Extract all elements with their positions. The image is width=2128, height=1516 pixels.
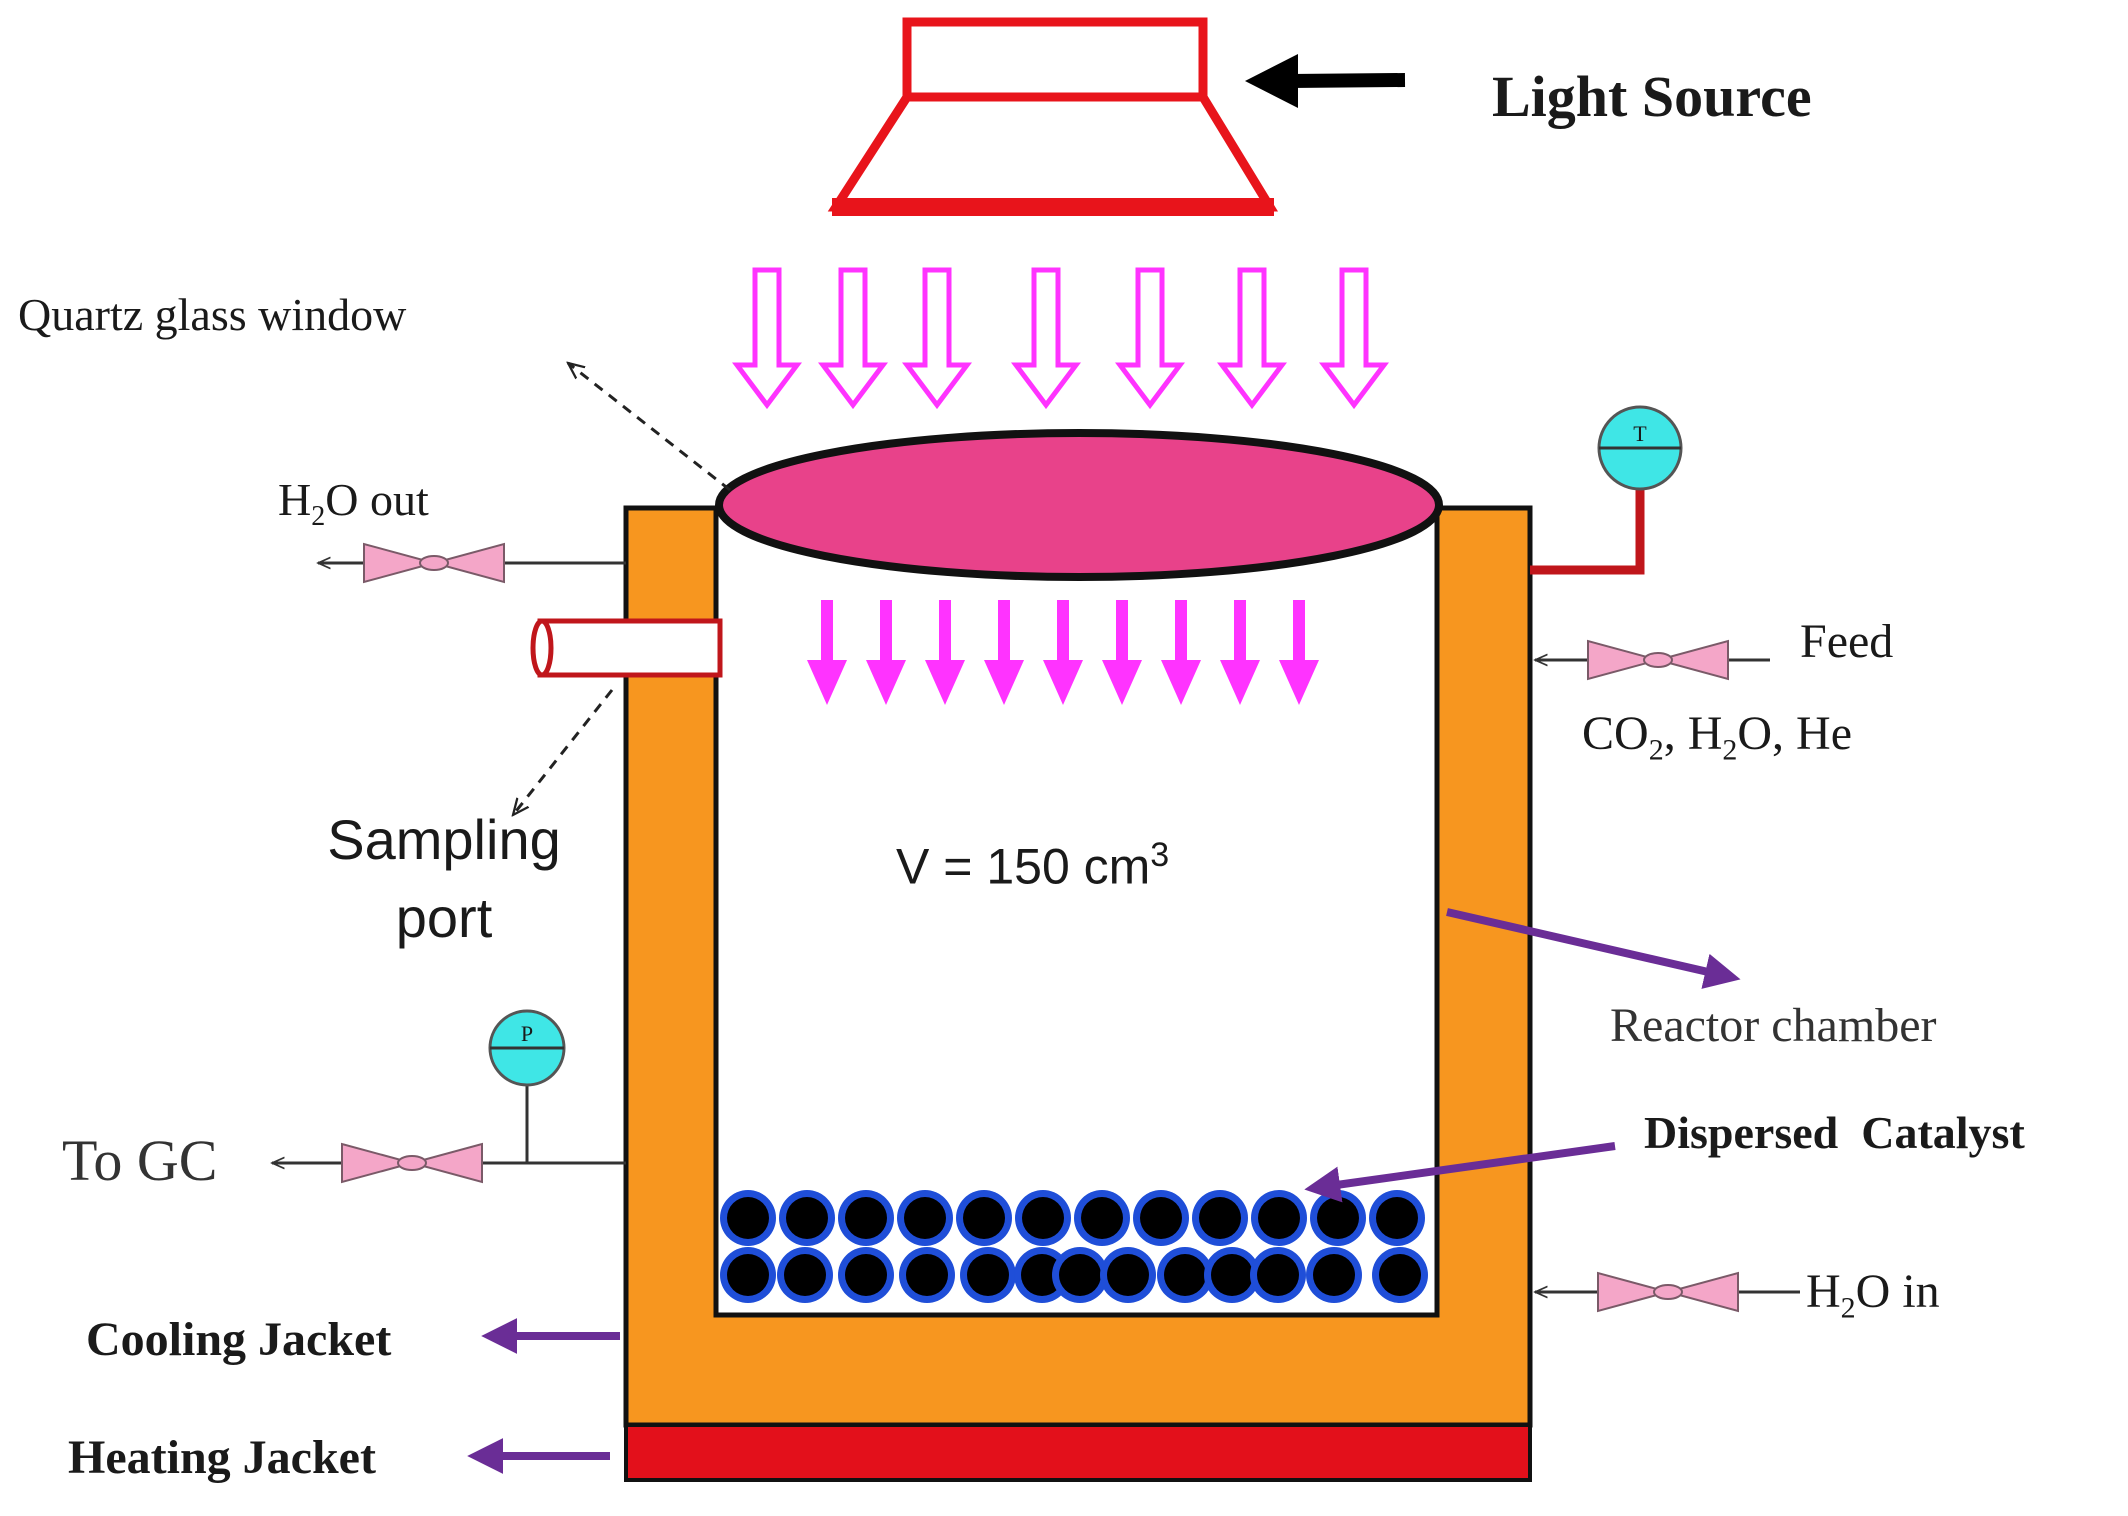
light-source-pointer-arrow — [1245, 54, 1406, 108]
valve-icon — [341, 1142, 483, 1184]
sampling-port-label: Sampling port — [314, 812, 574, 946]
valve-icon — [1597, 1271, 1739, 1313]
light-ray-arrow — [902, 267, 972, 410]
feed-label: Feed — [1800, 615, 1894, 668]
catalyst-pointer — [1304, 1142, 1616, 1203]
catalyst-particle-icon — [1306, 1247, 1362, 1303]
catalyst-particle-icon — [1372, 1247, 1428, 1303]
temperature-gauge-label: T — [1633, 421, 1647, 446]
quartz-glass-window — [715, 429, 1443, 581]
catalyst-particle-icon — [1133, 1190, 1189, 1246]
quartz-window-label: Quartz glass window — [18, 289, 407, 340]
catalyst-particle-icon — [1251, 1190, 1307, 1246]
catalyst-particle-icon — [1369, 1190, 1425, 1246]
light-rays-hollow — [732, 267, 1389, 410]
reactor-chamber-pointer — [1446, 908, 1741, 989]
feed-gas-co-sub: 2 — [1648, 733, 1664, 767]
reactor-chamber-label: Reactor chamber — [1610, 999, 1937, 1052]
sampling-port-line2: port — [395, 886, 493, 949]
cooling-jacket-label: Cooling Jacket — [86, 1313, 392, 1366]
light-ray-arrow — [925, 600, 965, 705]
to-gc-label: To GC — [62, 1128, 218, 1193]
light-ray-arrow — [984, 600, 1024, 705]
sampling-port-pointer — [513, 689, 614, 815]
light-ray-arrow — [807, 600, 847, 705]
feed-gas-h: , H — [1663, 707, 1723, 760]
catalyst-particle-icon — [1052, 1247, 1108, 1303]
light-ray-arrow — [1220, 600, 1260, 705]
catalyst-particle-icon — [956, 1190, 1012, 1246]
heating-jacket-label: Heating Jacket — [68, 1431, 376, 1484]
h2o-out-h: H — [278, 474, 312, 525]
light-ray-arrow — [1319, 267, 1389, 410]
catalyst-particle-icon — [720, 1247, 776, 1303]
light-ray-arrow — [1217, 267, 1287, 410]
feed-gas-h-sub: 2 — [1722, 733, 1738, 767]
light-ray-arrow — [1279, 600, 1319, 705]
h2o-in-suffix: O in — [1855, 1265, 1940, 1318]
h2o-out-suffix: O out — [325, 474, 429, 525]
catalyst-particle-icon — [897, 1190, 953, 1246]
catalyst-particle-icon — [899, 1247, 955, 1303]
catalyst-particle-icon — [838, 1247, 894, 1303]
light-ray-arrow — [818, 267, 888, 410]
catalyst-particle-icon — [1204, 1247, 1260, 1303]
catalyst-particle-icon — [777, 1247, 833, 1303]
light-source-label: Light Source — [1492, 64, 1812, 129]
valve-icon — [363, 542, 505, 584]
temperature-gauge-icon: T — [1530, 405, 1683, 575]
catalyst-particle-icon — [960, 1247, 1016, 1303]
sampling-port-line1: Sampling — [327, 808, 561, 871]
catalyst-particle-icon — [838, 1190, 894, 1246]
catalyst-particle-icon — [1157, 1247, 1213, 1303]
volume-label: V = 150 cm3 — [896, 838, 1169, 892]
h2o-in-sub: 2 — [1840, 1291, 1856, 1325]
light-ray-arrow — [866, 600, 906, 705]
catalyst-particle-icon — [1100, 1247, 1156, 1303]
light-ray-arrow — [1011, 267, 1081, 410]
light-ray-arrow — [732, 267, 802, 410]
to-gc-line — [272, 1085, 626, 1163]
h2o-out-label: H2O out — [278, 477, 429, 531]
h2o-in-label: H2O in — [1806, 1268, 1940, 1324]
light-ray-arrow — [1161, 600, 1201, 705]
catalyst-particle-icon — [1074, 1190, 1130, 1246]
feed-gases-label: CO2, H2O, He — [1582, 710, 1852, 766]
light-ray-arrow — [1043, 600, 1083, 705]
catalyst-particle-icon — [1192, 1190, 1248, 1246]
h2o-out-sub: 2 — [311, 501, 326, 533]
lamp-icon — [827, 17, 1279, 216]
light-ray-arrow — [1102, 600, 1142, 705]
sampling-port-tube — [530, 618, 723, 678]
catalyst-particle-icon — [779, 1190, 835, 1246]
light-rays-solid — [807, 600, 1319, 705]
valve-icon — [1587, 639, 1729, 681]
catalyst-particle-icon — [1015, 1190, 1071, 1246]
catalyst-particle-icon — [1310, 1190, 1366, 1246]
volume-text: V = 150 cm — [896, 838, 1151, 895]
volume-sup: 3 — [1150, 836, 1170, 874]
catalyst-particle-icon — [1250, 1247, 1306, 1303]
quartz-window-pointer — [568, 363, 731, 492]
pressure-gauge-icon: P — [488, 1009, 566, 1087]
feed-gas-co: CO — [1582, 707, 1649, 760]
h2o-in-h: H — [1806, 1265, 1841, 1318]
light-ray-arrow — [1115, 267, 1185, 410]
pressure-gauge-label: P — [521, 1021, 533, 1046]
dispersed-catalyst-label: Dispersed Catalyst — [1644, 1107, 2025, 1158]
feed-gas-rest: O, He — [1737, 707, 1852, 760]
dispersed-catalyst-bed — [720, 1190, 1428, 1303]
heating-jacket-plate — [624, 1423, 1532, 1482]
catalyst-particle-icon — [720, 1190, 776, 1246]
